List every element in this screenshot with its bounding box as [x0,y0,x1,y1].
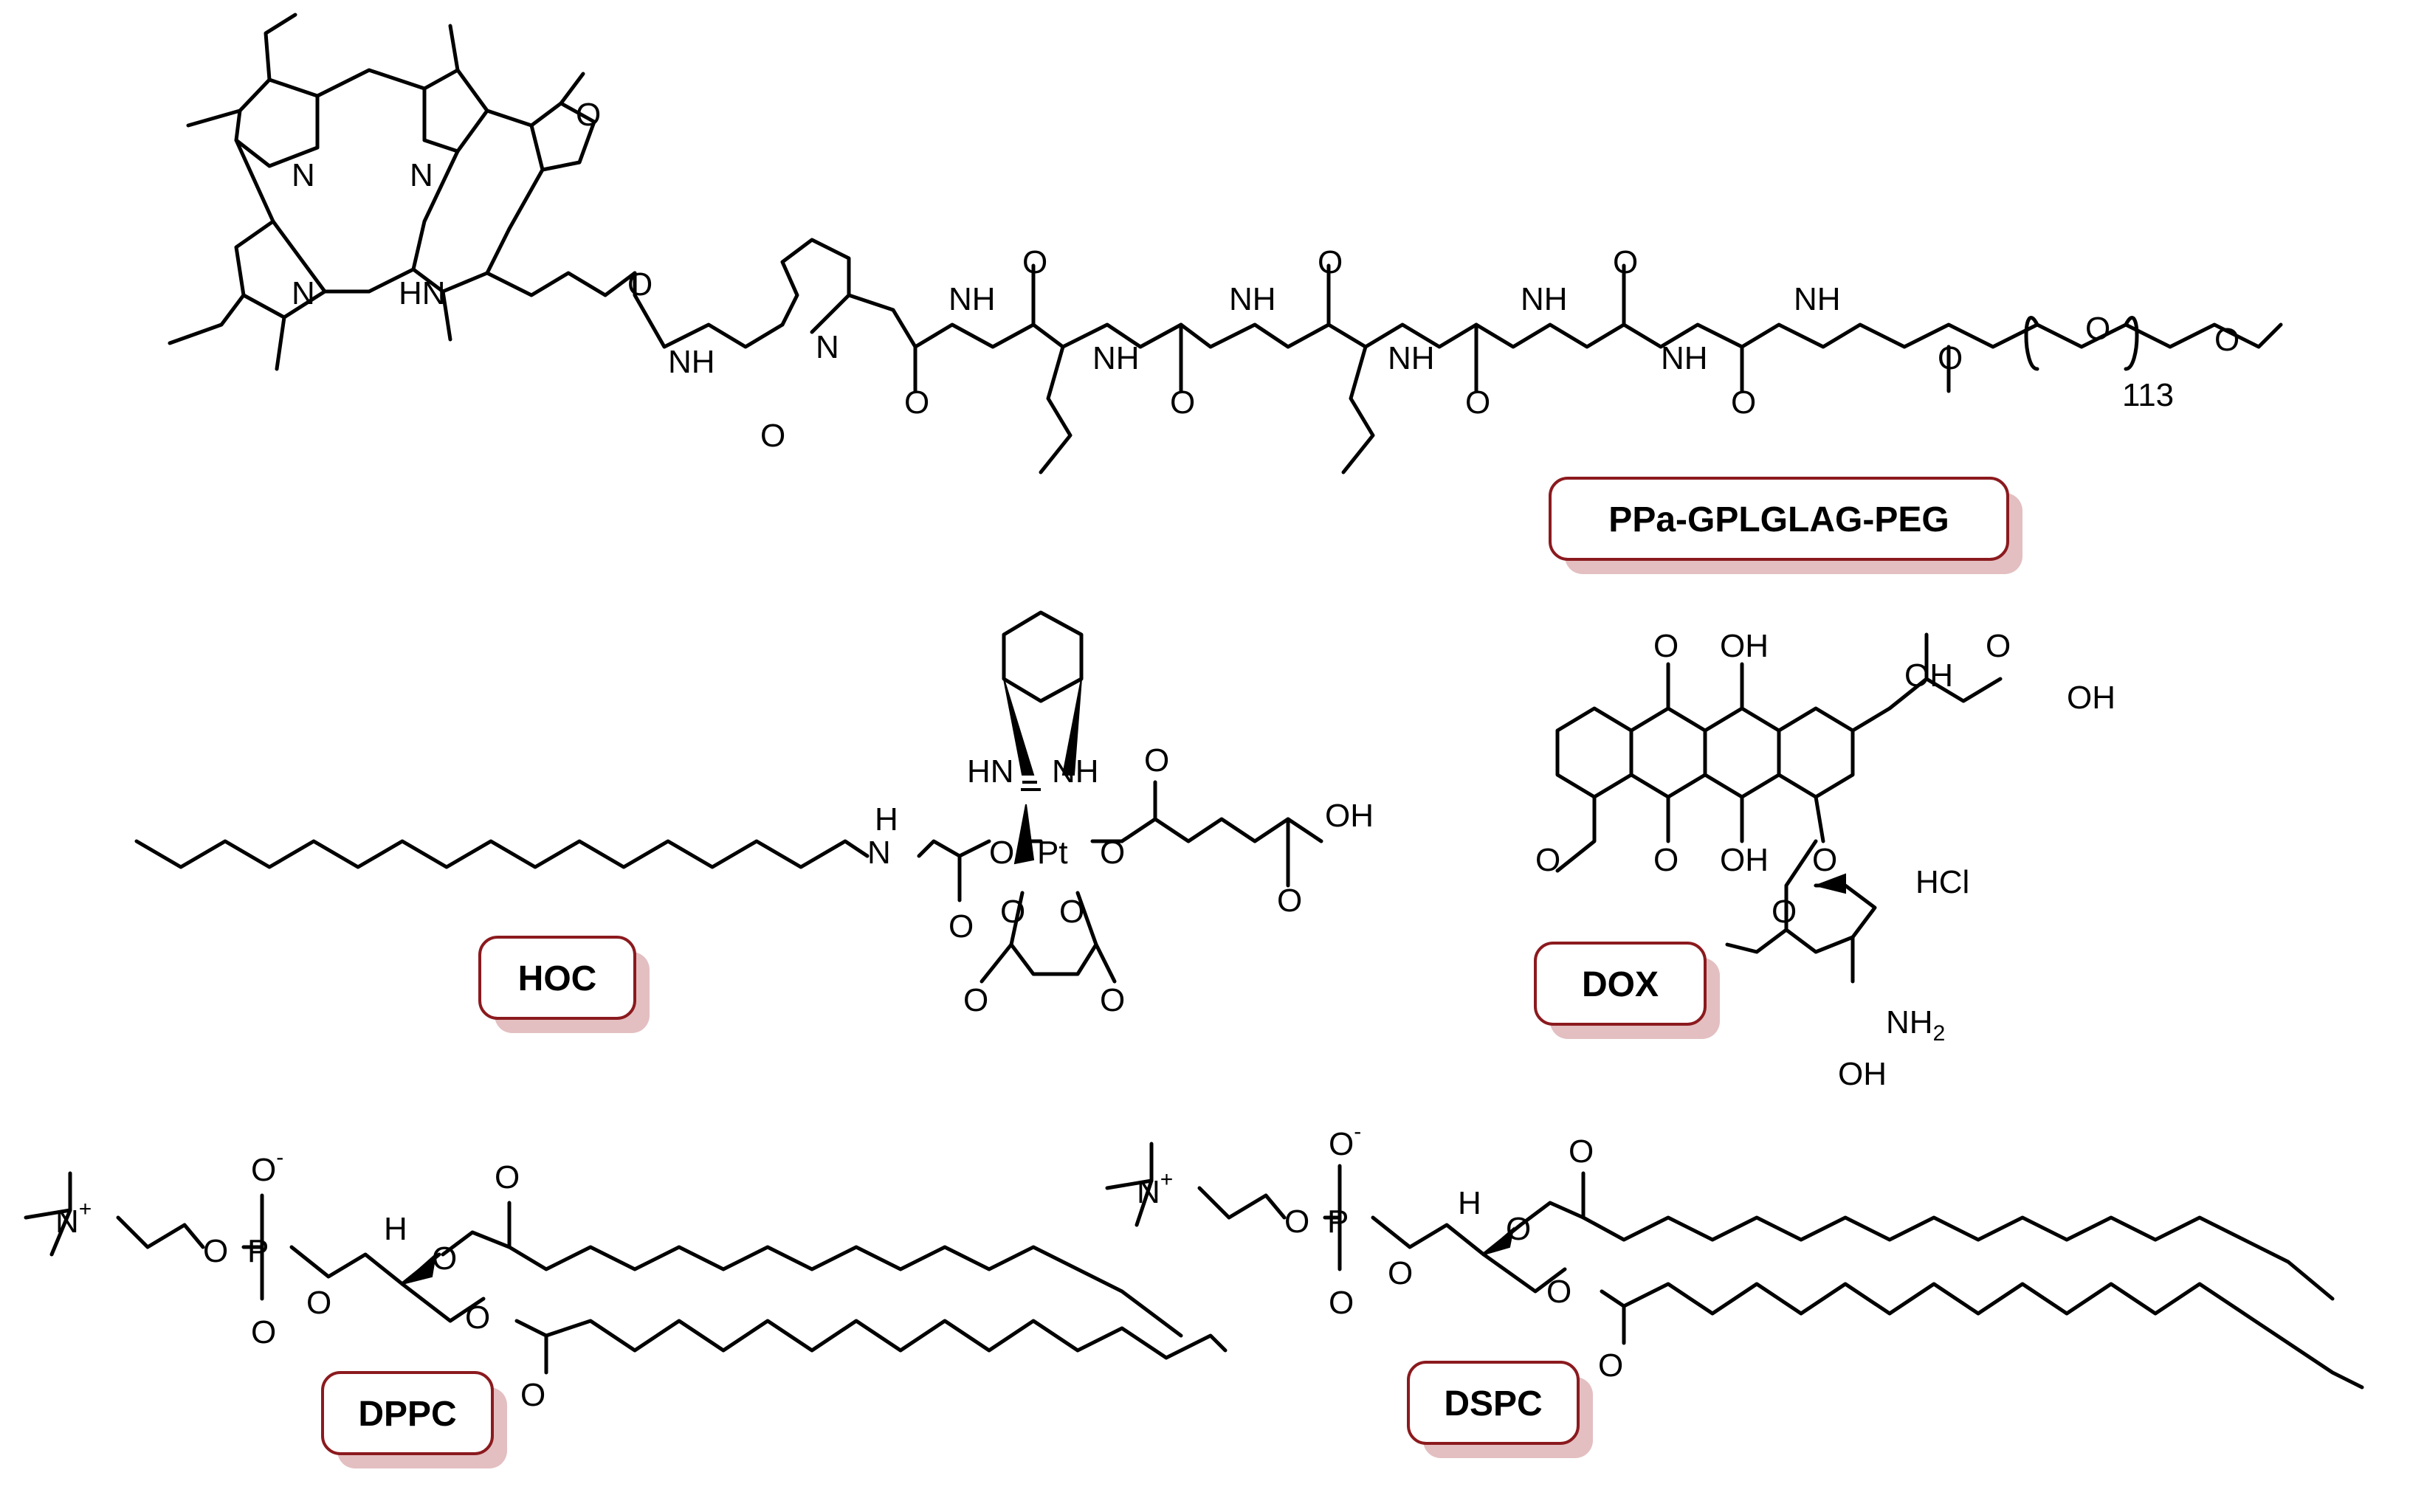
atom-o: O [1022,244,1047,280]
atom-n: N [867,835,891,871]
atom-o: O [576,97,601,133]
atom-n: N [292,275,315,311]
atom-o: O [1284,1204,1309,1240]
atom-n: N [292,157,315,193]
atom-h: H [1458,1185,1481,1221]
atom-o: O [432,1240,457,1277]
atom-nh: NH [1521,281,1568,317]
atom-nh: NH [1229,281,1276,317]
atom-o: O [1613,244,1638,280]
atom-o: O [1535,842,1560,878]
atom-nh: NH [1794,281,1841,317]
atom-o: O [251,1314,276,1350]
label-hoc: HOC [478,936,650,1033]
label-ppa-gplglag-peg: PPa-GPLGLAG-PEG [1549,477,2022,574]
atom-n-plus: N+ [1137,1167,1173,1210]
atom-p: P [1327,1204,1349,1240]
atom-o: O [904,384,929,421]
atom-o: O [520,1377,545,1413]
atom-o: O [760,418,785,454]
atom-o: O [989,835,1014,871]
atom-o: O [1653,842,1679,878]
atom-o: O [1465,384,1490,421]
peg-repeat-count: 113 [2122,377,2174,413]
hcl-text: HCl [1915,864,1969,900]
atom-o: O [1329,1285,1354,1321]
atom-o: O [1986,628,2011,664]
atom-h: H [875,801,898,838]
atom-nh: NH [1388,340,1435,376]
atom-p: P [247,1233,269,1269]
atom-o: O [1388,1255,1413,1291]
atom-o: O [1144,742,1169,779]
atom-o: O [1812,842,1837,878]
atom-o: O [1569,1133,1594,1170]
atom-n: N [410,157,433,193]
label-ppa-text: PPa-GPLGLAG-PEG [1608,500,1949,539]
atom-o: O [1318,244,1343,280]
label-dox: DOX [1534,942,1720,1039]
atom-o: O [1170,384,1195,421]
atom-o-minus: O- [251,1145,283,1188]
atom-o: O [1598,1347,1623,1384]
dspc-structure: N+ O O- P O O H O O O O [1105,1119,2364,1390]
label-hoc-text: HOC [518,959,597,998]
atom-nh: NH [948,281,996,317]
atom-nh: NH [668,344,715,380]
atom-o: O [1938,340,1963,376]
atom-o: O [1100,982,1125,1018]
atom-o: O [1653,628,1679,664]
atom-o: O [1772,894,1797,930]
atom-o-minus: O- [1329,1119,1361,1162]
atom-o: O [963,982,988,1018]
atom-o: O [1277,883,1302,919]
atom-o: O [1000,894,1025,930]
atom-oh: OH [2067,680,2115,716]
hoc-structure: HN NH H N O O Pt O O OH O O O O O [134,610,1374,1018]
atom-hn: HN [399,275,446,311]
ppa-gplglag-peg-structure: N N N HN O O NH O N O NH O NH O NH O NH … [168,13,2283,474]
atom-o: O [203,1233,228,1269]
atom-h: H [384,1211,407,1247]
atom-o: O [1100,835,1125,871]
atom-nh: NH [1092,340,1140,376]
atom-nh2: NH2 [1886,1004,1945,1046]
atom-o: O [2214,322,2239,358]
atom-o: O [948,908,974,945]
atom-oh: OH [1838,1056,1887,1092]
label-dox-text: DOX [1582,965,1659,1004]
label-dppc: DPPC [321,1371,507,1468]
atom-o: O [306,1285,331,1321]
atom-oh: OH [1720,628,1769,664]
atom-o: O [627,266,653,303]
atom-oh: OH [1325,798,1374,834]
atom-o: O [495,1159,520,1195]
atom-o: O [1059,894,1084,930]
atom-o: O [2085,311,2110,347]
atom-o: O [1731,384,1756,421]
atom-oh: OH [1904,657,1953,694]
atom-nh: NH [1052,753,1099,790]
atom-hn: HN [967,753,1014,790]
dox-structure: O OH OH O OH O O OH O O HCl NH2 OH [1535,628,2115,1092]
atom-o: O [465,1299,490,1336]
label-dppc-text: DPPC [358,1395,456,1434]
atom-o: O [1506,1211,1531,1247]
atom-nh: NH [1661,340,1708,376]
atom-o: O [1546,1274,1571,1310]
atom-oh: OH [1720,842,1769,878]
atom-n-plus: N+ [55,1197,92,1240]
atom-n: N [816,329,839,365]
label-dspc: DSPC [1407,1361,1593,1458]
atom-pt: Pt [1037,835,1068,871]
label-dspc-text: DSPC [1444,1384,1542,1423]
dppc-structure: N+ O O- P O O H O O O O [24,1145,1228,1413]
